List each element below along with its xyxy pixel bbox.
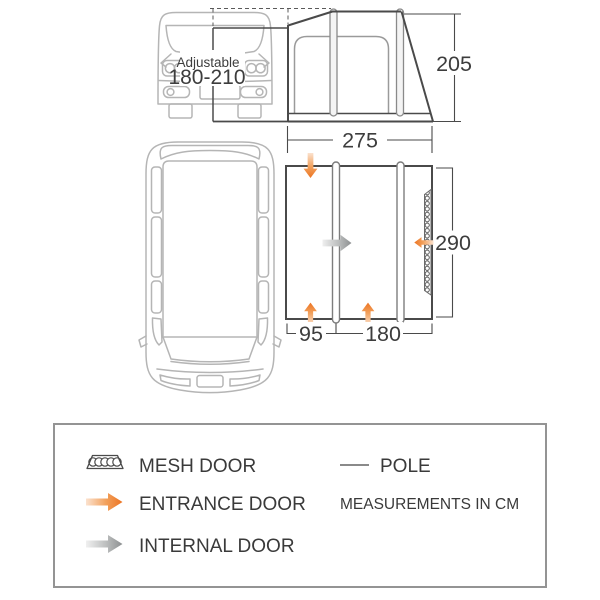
width-value: 275 (342, 129, 378, 153)
legend-box: MESH DOOR ENTRANCE DOOR INTERNAL DOOR (53, 423, 547, 588)
awning-window (293, 35, 390, 114)
pole-side-rear (395, 8, 405, 117)
van-cowl-line (170, 360, 250, 365)
van-mirror-left (160, 53, 172, 68)
floor-plan-outline (285, 165, 433, 320)
dimension-height: 205 (435, 14, 474, 122)
pole-label: POLE (380, 456, 431, 477)
height-value: 205 (436, 52, 472, 76)
van-mirror-right (258, 53, 270, 68)
van-top-windshield (162, 336, 258, 363)
van-side-windows-left (150, 166, 163, 346)
van-foglamp-right (239, 85, 268, 99)
van-wheel-right (237, 103, 262, 119)
internal-door-label: INTERNAL DOOR (139, 536, 295, 557)
annex-width-value: 95 (299, 322, 323, 346)
awning-floor-plan (285, 153, 434, 326)
internal-door-icon (86, 535, 123, 553)
van-intake-left (159, 374, 191, 387)
van-bumper-top (156, 368, 264, 374)
dim-line-extension (403, 13, 461, 123)
dimension-bottom: 95 180 (286, 322, 433, 346)
mesh-door-label: MESH DOOR (139, 456, 257, 477)
alignment-dashed-lines (210, 8, 331, 26)
dimension-adjustable: Adjustable 180-210 (168, 28, 246, 122)
measurements-note: MEASUREMENTS IN CM (340, 496, 520, 513)
awning-outline (287, 10, 434, 123)
adjustable-label: Adjustable (176, 55, 239, 70)
depth-value: 290 (435, 231, 471, 255)
van-top-mirror-left (138, 335, 148, 348)
van-wheel-left (168, 103, 193, 119)
dimension-width: 275 (286, 126, 433, 153)
van-roof-panel (162, 160, 258, 337)
van-foglamp-left (162, 85, 191, 99)
van-grille (196, 374, 224, 388)
campervan-top-view (138, 141, 282, 394)
entrance-door-icon (86, 493, 123, 511)
diagram-canvas: Adjustable 180-210 205 275 (138, 8, 474, 394)
main-width-value: 180 (365, 322, 401, 346)
pole-icon (340, 464, 369, 466)
pole-plan-right (396, 161, 405, 324)
pole-side-front (329, 8, 338, 117)
van-rear-spoiler (159, 144, 261, 160)
van-side-windows-right (257, 166, 270, 346)
adjustable-range-value: 180-210 (168, 66, 245, 89)
entrance-door-label: ENTRANCE DOOR (139, 494, 306, 515)
van-top-mirror-right (272, 335, 282, 348)
mesh-door-icon (86, 454, 124, 470)
dimension-depth: 290 (435, 167, 471, 318)
van-top-body (145, 141, 275, 394)
van-intake-right (229, 374, 261, 387)
awning-side-view (210, 8, 461, 123)
